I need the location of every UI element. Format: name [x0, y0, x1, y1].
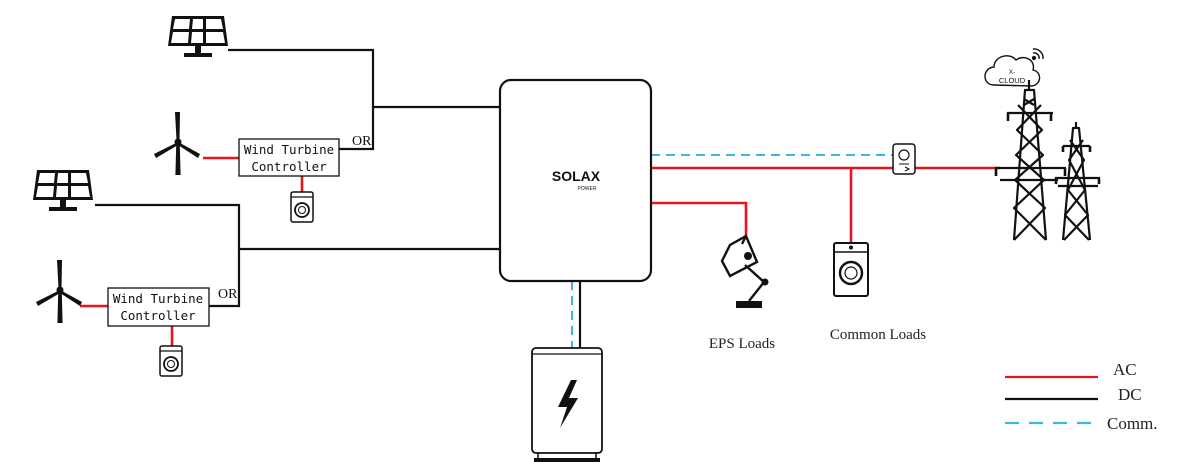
- legend: AC DC Comm.: [1005, 360, 1158, 433]
- solar-panel-icon: [33, 170, 93, 211]
- meter-icon: [892, 143, 916, 175]
- dc-wiring: [95, 48, 582, 348]
- washing-machine-icon: [833, 242, 869, 297]
- wind-turbine-icon: [154, 112, 200, 175]
- wifi-icon: [1031, 48, 1044, 61]
- inverter-sub: POWER: [578, 186, 597, 192]
- lamp-icon: [720, 234, 769, 308]
- wtc-top-line1: Wind Turbine: [244, 142, 334, 157]
- dc-line-bottom-wtc: [209, 249, 241, 308]
- dc-line-bottom-solar: [95, 203, 500, 251]
- inverter-brand: SOLAX: [552, 168, 601, 184]
- dump-load-icon: [159, 345, 183, 377]
- cloud-icon: X- CLOUD: [984, 48, 1044, 87]
- wind-turbine-icon: [36, 260, 82, 323]
- dump-load-icon: [290, 191, 314, 223]
- legend-dc-label: DC: [1118, 385, 1142, 404]
- battery-icon: [531, 347, 603, 462]
- wind-turbine-controller-top: Wind Turbine Controller: [238, 138, 340, 177]
- lightning-bolt-icon: [558, 380, 578, 428]
- cloud-line1: X-: [1009, 69, 1016, 76]
- solar-panel-icon: [168, 16, 228, 57]
- inverter-icon: SOLAX POWER: [498, 78, 653, 283]
- ac-line-eps: [651, 201, 748, 236]
- comm-wiring: [571, 154, 893, 348]
- eps-loads-label: EPS Loads: [709, 336, 775, 352]
- common-loads-label: Common Loads: [830, 327, 926, 343]
- wtc-top-line2: Controller: [251, 159, 327, 174]
- dc-line-top-wtc: [339, 107, 375, 151]
- wind-turbine-controller-bottom: Wind Turbine Controller: [107, 287, 210, 327]
- dc-line-top-solar: [228, 48, 500, 109]
- ac-wiring: [80, 156, 1000, 346]
- or-label-bottom: OR: [218, 287, 238, 302]
- transmission-tower-icon: [994, 80, 1101, 241]
- wtc-bottom-line2: Controller: [120, 308, 196, 323]
- or-label-top: OR: [352, 134, 372, 149]
- wtc-bottom-line1: Wind Turbine: [113, 291, 203, 306]
- legend-comm-label: Comm.: [1107, 414, 1158, 433]
- legend-ac-label: AC: [1113, 360, 1137, 379]
- cloud-line2: CLOUD: [999, 76, 1026, 85]
